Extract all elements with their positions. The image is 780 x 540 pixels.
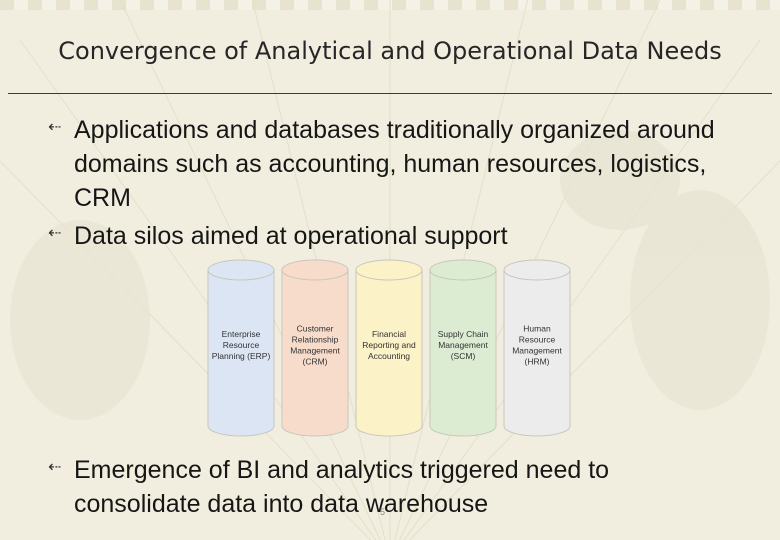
silo-label: Relationship <box>292 335 339 345</box>
arrow-bullet-icon: ⇠ <box>48 223 62 242</box>
silo-label: Management <box>290 346 340 356</box>
bullet-text: Applications and databases traditionally… <box>74 116 715 212</box>
page-number: 5 <box>380 507 386 517</box>
silo-top <box>503 259 571 281</box>
silo-body <box>207 270 275 437</box>
silo-label: Financial <box>372 329 406 339</box>
silo-label: Accounting <box>368 351 410 361</box>
silo-label: Human <box>523 324 551 334</box>
silo-label: Management <box>512 346 562 356</box>
silo-top <box>207 259 275 281</box>
silo-body <box>281 270 349 437</box>
arrow-bullet-icon: ⇠ <box>48 457 62 476</box>
silo-top <box>429 259 497 281</box>
silo-body <box>503 270 571 437</box>
arrow-bullet-icon: ⇠ <box>48 117 62 136</box>
silo-label: (HRM) <box>524 357 549 367</box>
silo-label: Planning (ERP) <box>212 351 271 361</box>
slide-title: Convergence of Analytical and Operationa… <box>58 37 722 65</box>
silo-top <box>355 259 423 281</box>
silo-label: Reporting and <box>362 340 416 350</box>
silo-body <box>429 270 497 437</box>
silo-label: Resource <box>519 335 556 345</box>
silo-body <box>355 270 423 437</box>
silo-label: Enterprise <box>222 329 261 339</box>
silo-label: (CRM) <box>302 357 327 367</box>
bullet-text: Data silos aimed at operational support <box>74 222 508 250</box>
silo-top <box>281 259 349 281</box>
title-divider <box>8 93 772 94</box>
silo-label: Resource <box>223 340 260 350</box>
silo-label: (SCM) <box>451 351 476 361</box>
bullet-text: Emergence of BI and analytics triggered … <box>74 456 610 518</box>
silo-label: Supply Chain <box>438 329 489 339</box>
silo-label: Management <box>438 340 488 350</box>
silo-label: Customer <box>297 324 334 334</box>
